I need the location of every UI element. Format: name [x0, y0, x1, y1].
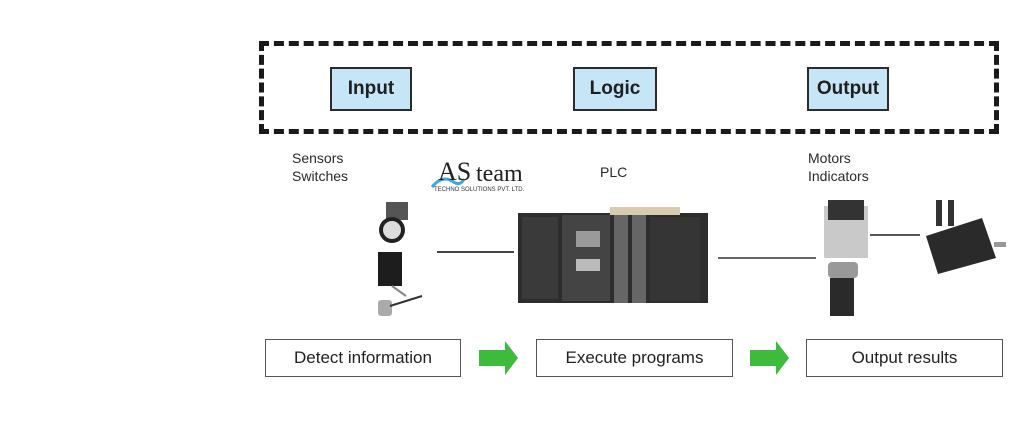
switches-label: Switches: [292, 168, 349, 184]
stage-logic: Logic: [573, 67, 657, 111]
step-execute-programs: Execute programs: [536, 339, 733, 377]
indicator-lamp-icon: [828, 262, 858, 316]
sensors-label: Sensors: [292, 150, 344, 166]
logo-swoosh-icon: [430, 177, 466, 188]
step-detect-information: Detect information: [265, 339, 461, 377]
step-detect-label: Detect information: [294, 348, 432, 367]
logo-tagline: TECHNO SOLUTIONS PVT. LTD.: [434, 187, 525, 193]
motor-image: [926, 200, 1006, 274]
stage-output-label: Output: [816, 78, 880, 99]
motors-label: Motors: [808, 150, 851, 166]
arrow-right-icon: [750, 341, 790, 375]
plc-image: [518, 207, 708, 303]
connector-plc-output: [718, 257, 816, 259]
photoelectric-sensor-icon: [378, 252, 407, 297]
connector-input-plc: [437, 251, 514, 253]
step-output-label: Output results: [851, 348, 958, 367]
stage-output: Output: [807, 67, 889, 111]
output-devices-image: [824, 200, 868, 316]
asteam-logo: AS team TECHNO SOLUTIONS PVT. LTD.: [430, 157, 540, 197]
step-output-results: Output results: [806, 339, 1003, 377]
output-devices-label: Motors Indicators: [808, 149, 869, 185]
servo-motor-icon: [926, 200, 1006, 274]
push-button-icon: [379, 202, 408, 243]
logo-team: team: [476, 161, 523, 187]
step-execute-label: Execute programs: [565, 348, 704, 367]
plc-label: PLC: [600, 164, 628, 180]
logo-as: AS: [438, 157, 472, 186]
stage-logic-label: Logic: [589, 78, 641, 99]
input-devices-label: Sensors Switches: [292, 149, 348, 185]
input-devices-image: [378, 202, 423, 316]
stage-input-label: Input: [347, 78, 395, 99]
control-system-frame: [259, 41, 999, 134]
proximity-sensor-icon: [378, 295, 423, 316]
connector-contactor-motor: [870, 234, 920, 236]
stage-input: Input: [330, 67, 412, 111]
arrow-right-icon: [479, 341, 519, 375]
indicators-label: Indicators: [808, 168, 869, 184]
contactor-icon: [824, 200, 868, 258]
